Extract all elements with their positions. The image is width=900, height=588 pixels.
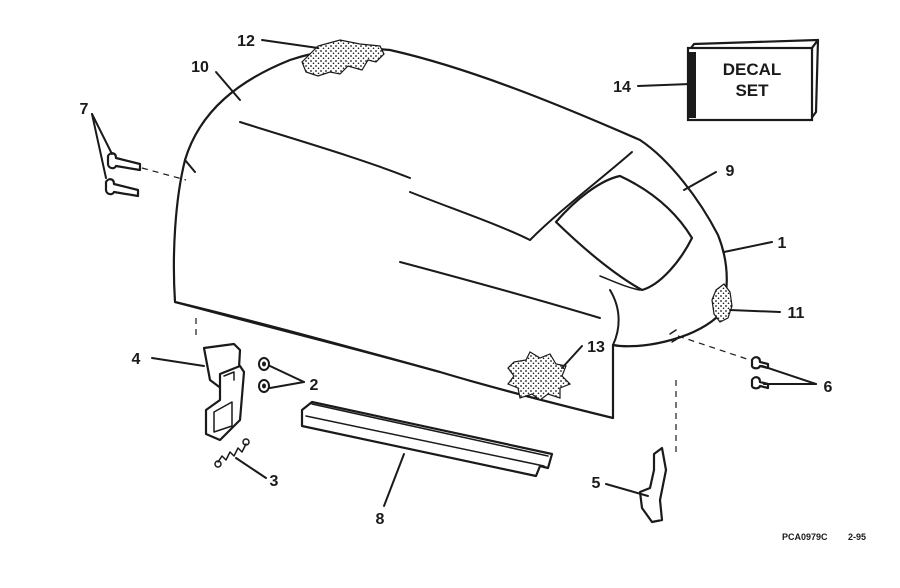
callout-14: 14 <box>613 79 631 96</box>
decal-line2: SET <box>735 81 769 100</box>
figure-code: PCA0979C <box>782 532 828 542</box>
screws-6 <box>677 335 770 390</box>
callout-13: 13 <box>587 339 605 356</box>
callout-8: 8 <box>376 511 385 528</box>
leader-lines <box>91 39 817 507</box>
figure-date: 2-95 <box>848 532 866 542</box>
screws-7 <box>104 152 187 198</box>
callout-10: 10 <box>191 59 209 76</box>
callout-6: 6 <box>824 379 833 396</box>
engine-cowl <box>172 47 728 420</box>
washers-2 <box>258 357 270 393</box>
bracket-5 <box>638 380 677 524</box>
callout-7: 7 <box>80 101 89 118</box>
callout-4: 4 <box>132 351 141 368</box>
decal-11 <box>711 283 733 323</box>
latch-4 <box>195 318 246 442</box>
seal-strip-8 <box>300 400 554 478</box>
callout-12: 12 <box>237 33 255 50</box>
callout-1: 1 <box>778 235 787 252</box>
callout-11: 11 <box>788 305 805 322</box>
spring-3 <box>214 438 250 468</box>
callout-5: 5 <box>592 475 601 492</box>
callout-3: 3 <box>270 473 279 490</box>
callout-9: 9 <box>726 163 735 180</box>
callouts: 12 10 7 14 9 1 11 13 4 2 6 3 5 8 <box>80 33 833 528</box>
callout-2: 2 <box>310 377 319 394</box>
decal-line1: DECAL <box>723 60 782 79</box>
decal-13 <box>507 351 572 401</box>
decal-12 <box>301 39 385 77</box>
decal-set-box: DECAL SET <box>686 38 820 122</box>
